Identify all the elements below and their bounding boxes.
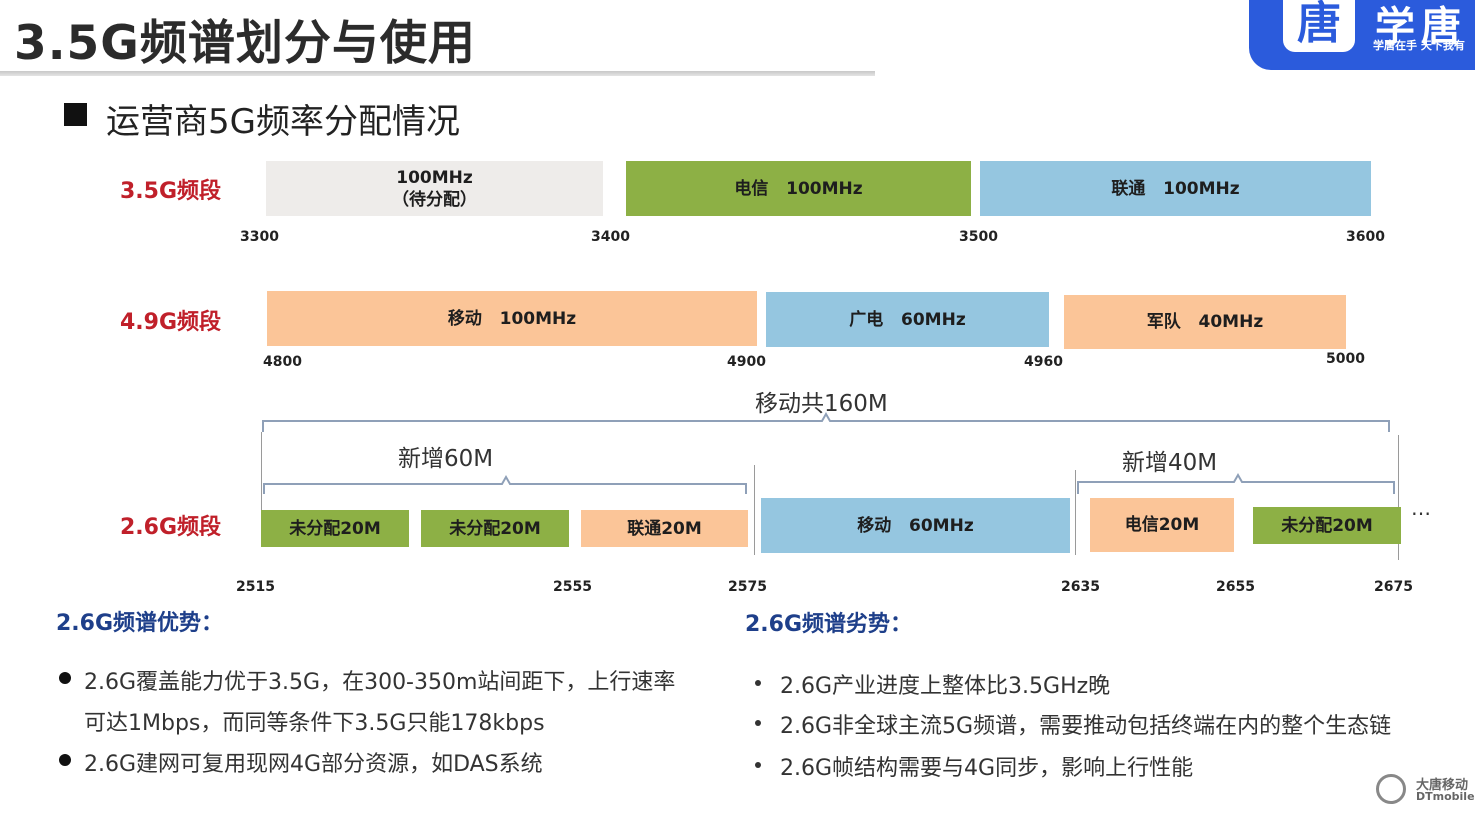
band-label-3-5g: 3.5G频段 — [120, 179, 222, 204]
segment-4-9g-military: 军队 40MHz — [1064, 295, 1346, 349]
bullet-dot-icon — [755, 720, 761, 726]
company-name: 大唐移动 — [1416, 778, 1469, 793]
company-logo: 大唐移动 DTmobile — [1376, 772, 1475, 808]
company-name-en: DTmobile — [1416, 790, 1475, 803]
logo-glyph: 唐 — [1283, 0, 1355, 52]
tick-3400: 3400 — [591, 229, 630, 245]
tick-4900: 4900 — [727, 354, 766, 370]
bullet-dot-icon — [59, 672, 71, 684]
segment-2-6g-mobile: 移动 60MHz — [761, 498, 1070, 553]
bullet-dot-icon — [755, 762, 761, 768]
divider-line — [261, 432, 262, 512]
square-bullet-icon — [64, 103, 87, 126]
brace-label-new60: 新增60M — [398, 446, 494, 472]
advantage-point: 2.6G建网可复用现网4G部分资源，如DAS系统 — [84, 752, 543, 777]
band-label-4-9g: 4.9G频段 — [120, 310, 222, 335]
bullet-dot-icon — [59, 754, 71, 766]
brand-logo: 唐 学唐 学唐在手 天下我有 — [1249, 0, 1475, 70]
company-logo-icon — [1376, 774, 1406, 804]
segment-3-5g-unallocated: 100MHz （待分配） — [266, 161, 603, 216]
disadvantages-title: 2.6G频谱劣势： — [745, 612, 913, 637]
brace-label-total: 移动共160M — [755, 391, 888, 417]
segment-2-6g-unallocated-2: 未分配20M — [421, 510, 569, 547]
tick-3600: 3600 — [1346, 229, 1385, 245]
advantage-point: 2.6G覆盖能力优于3.5G，在300-350m站间距下，上行速率 — [84, 670, 676, 695]
segment-2-6g-telecom: 电信20M — [1090, 498, 1234, 552]
segment-2-6g-unallocated-1: 未分配20M — [261, 510, 409, 547]
segment-2-6g-unallocated-3: 未分配20M — [1253, 507, 1401, 544]
disadvantage-point: 2.6G帧结构需要与4G同步，影响上行性能 — [780, 756, 1194, 781]
segment-2-6g-unicom: 联通20M — [581, 510, 748, 547]
tick-2555: 2555 — [553, 579, 592, 595]
tick-2675: 2675 — [1374, 579, 1413, 595]
advantages-title: 2.6G频谱优势： — [56, 611, 224, 636]
tick-2655: 2655 — [1216, 579, 1255, 595]
advantage-point-cont: 可达1Mbps，而同等条件下3.5G只能178kbps — [84, 711, 545, 736]
tick-3300: 3300 — [240, 229, 279, 245]
tick-2575: 2575 — [728, 579, 767, 595]
brace-label-new40: 新增40M — [1122, 450, 1218, 476]
title-underline — [0, 71, 875, 76]
tick-5000: 5000 — [1326, 351, 1365, 367]
segment-3-5g-telecom: 电信 100MHz — [626, 161, 971, 216]
tick-2635: 2635 — [1061, 579, 1100, 595]
segment-4-9g-mobile: 移动 100MHz — [267, 291, 757, 346]
band-label-2-6g: 2.6G频段 — [120, 515, 222, 540]
segment-3-5g-unicom: 联通 100MHz — [980, 161, 1371, 216]
section-subtitle: 运营商5G频率分配情况 — [106, 102, 460, 142]
logo-slogan: 学唐在手 天下我有 — [1373, 39, 1465, 52]
bullet-dot-icon — [755, 680, 761, 686]
segment-4-9g-broadcast: 广电 60MHz — [766, 292, 1049, 347]
divider-line — [754, 465, 755, 555]
tick-3500: 3500 — [959, 229, 998, 245]
disadvantage-point: 2.6G非全球主流5G频谱，需要推动包括终端在内的整个生态链 — [780, 714, 1392, 739]
divider-line — [1398, 435, 1399, 560]
tick-4800: 4800 — [263, 354, 302, 370]
divider-line — [1075, 470, 1076, 555]
more-ellipsis: … — [1411, 496, 1431, 520]
tick-2515: 2515 — [236, 579, 275, 595]
tick-4960: 4960 — [1024, 354, 1063, 370]
logo-name: 学唐 — [1375, 4, 1467, 50]
slide-title: 3.5G频谱划分与使用 — [14, 16, 476, 71]
disadvantage-point: 2.6G产业进度上整体比3.5GHz晚 — [780, 674, 1111, 699]
